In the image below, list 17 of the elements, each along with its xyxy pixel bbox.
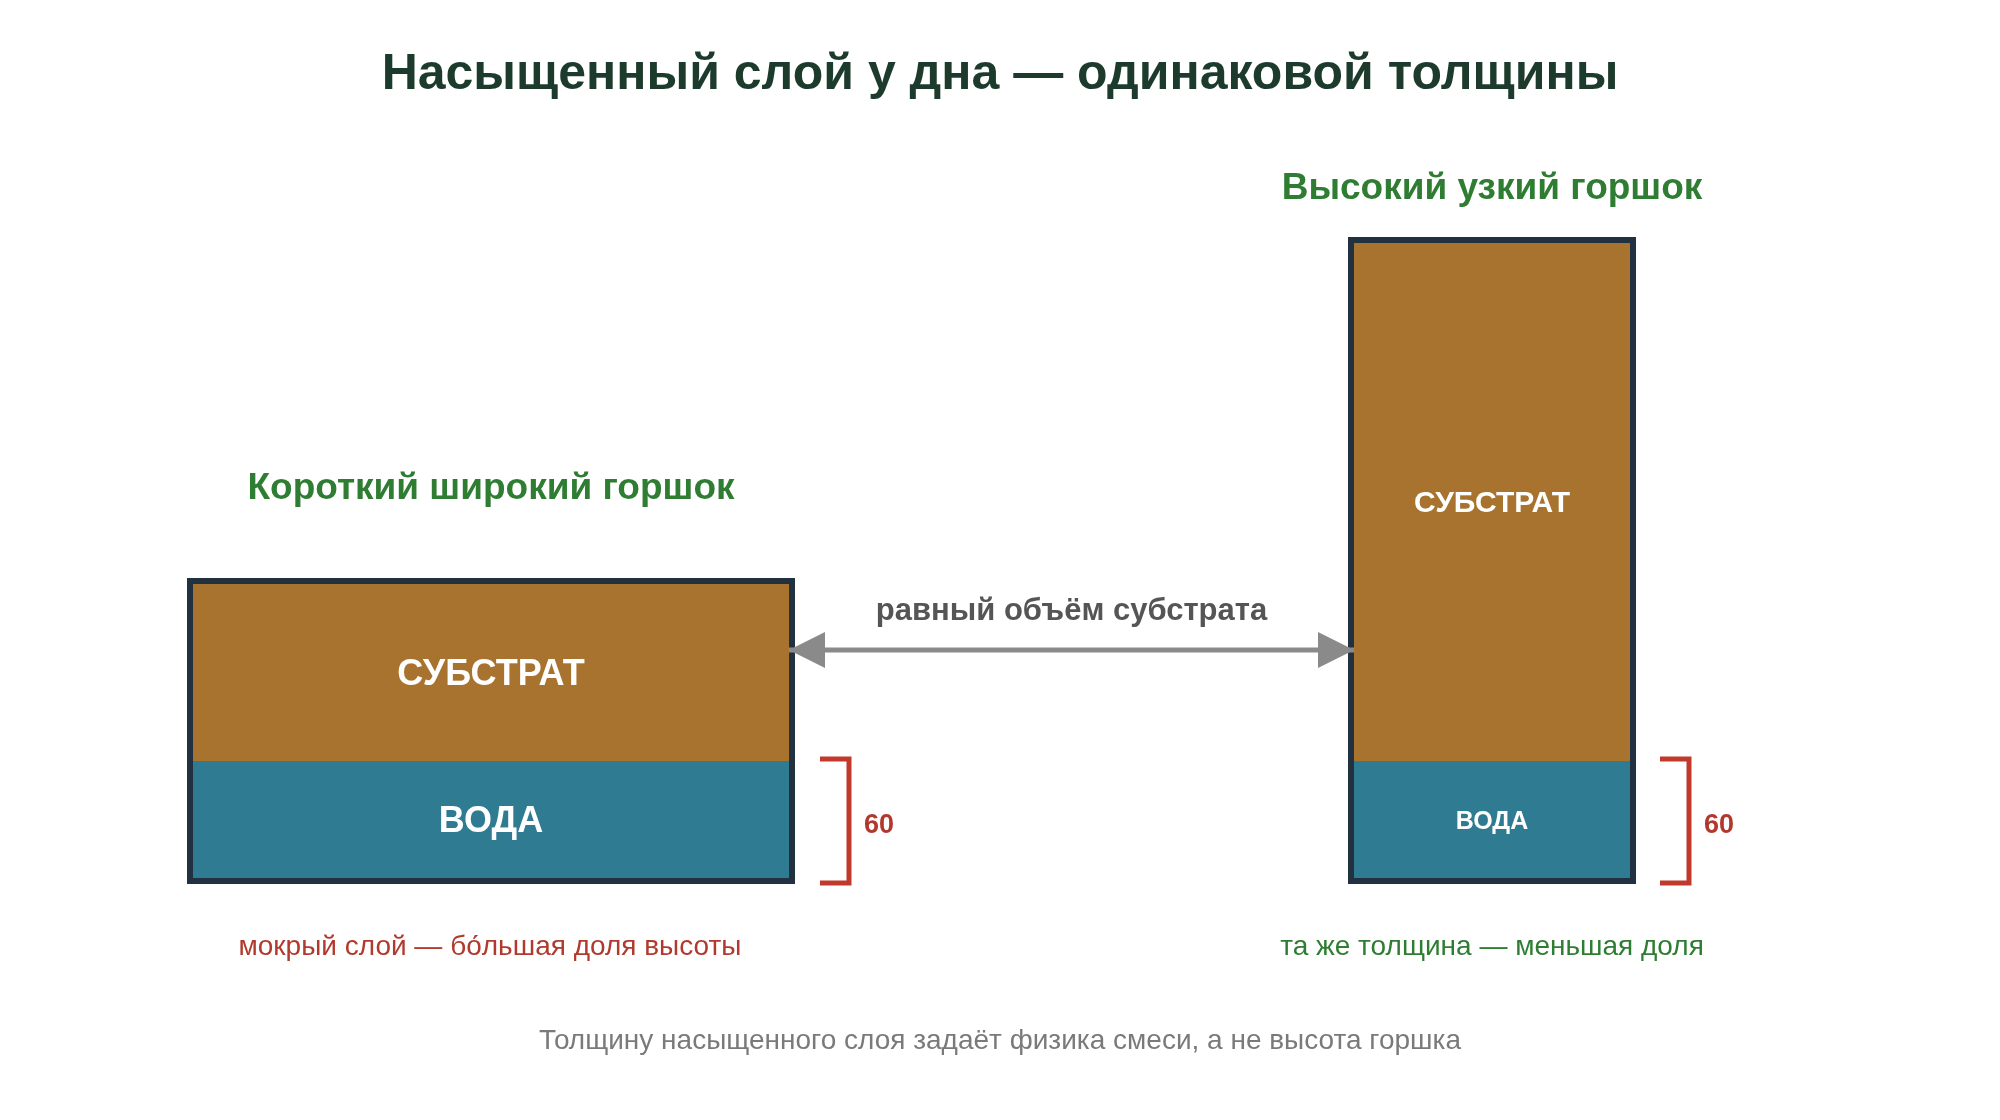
double-arrow (789, 632, 1354, 668)
dimension-label: 60 (864, 809, 894, 841)
layer-label: ВОДА (1455, 805, 1529, 834)
layer-label: ВОДА (438, 798, 544, 841)
water-layer (1354, 761, 1630, 878)
dimension-label: 60 (1704, 809, 1734, 841)
pot-heading: Короткий широкий горшок (247, 465, 735, 509)
layer-label: СУБСТРАТ (397, 651, 585, 694)
water-layer (193, 761, 789, 878)
pot-caption: мокрый слой — бо́льшая доля высоты (238, 929, 742, 963)
substrate-layer (1354, 243, 1630, 761)
substrate-layer (193, 584, 789, 761)
layer-label: СУБСТРАТ (1413, 484, 1571, 520)
diagram-title: Насыщенный слой у дна — одинаковой толщины (381, 44, 1619, 102)
diagram-caption: Толщину насыщенного слоя задаёт физика смеси, а не высота горшка (539, 1023, 1461, 1057)
pot-caption: та же толщина — меньшая доля (1280, 929, 1704, 963)
pot-heading: Высокий узкий горшок (1281, 165, 1703, 209)
